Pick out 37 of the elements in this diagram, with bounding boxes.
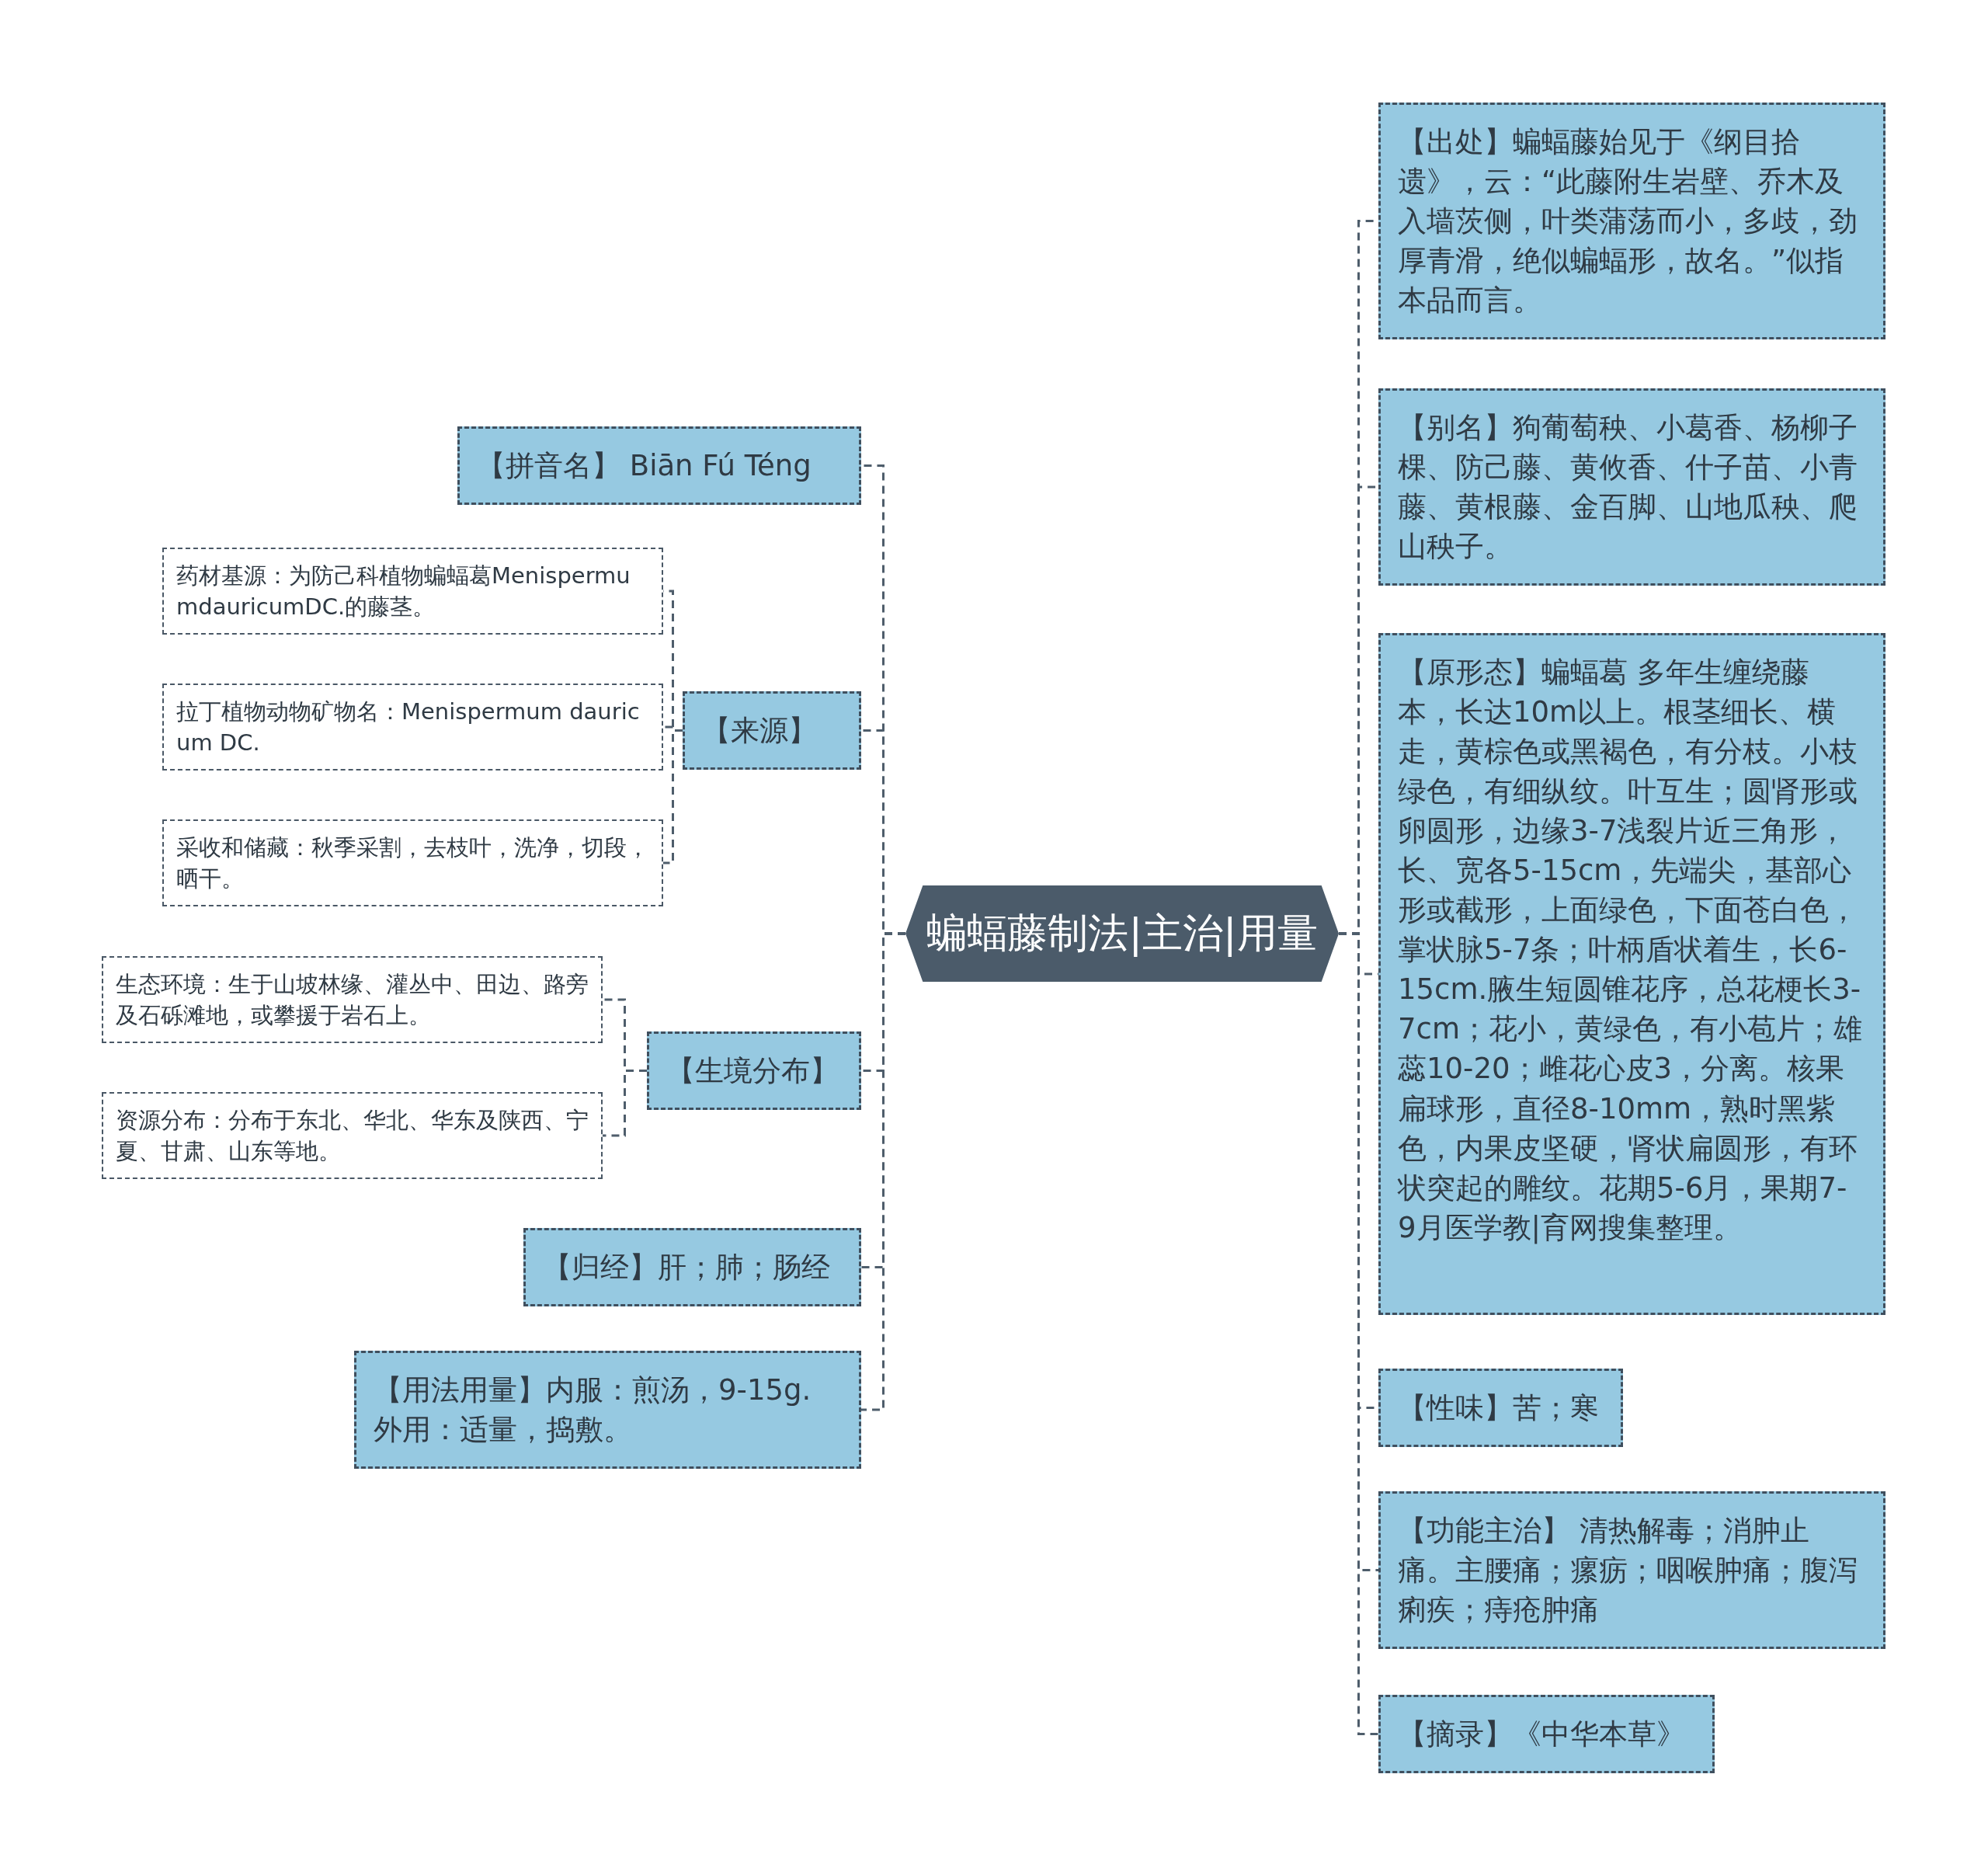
topic-text: 【用法用量】内服：煎汤，9-15g. 外用：适量，捣敷。 — [374, 1373, 812, 1447]
topic-text: 【功能主治】 清热解毒；消肿止痛。主腰痛；瘰疬；咽喉肿痛；腹泻痢疾；痔疮肿痛 — [1398, 1514, 1858, 1627]
branch-box — [1378, 1491, 1885, 1650]
topic-text: 采收和储藏：秋季采割，去枝叶，洗净，切段，晒干。 — [176, 834, 649, 892]
detail-box — [162, 684, 663, 771]
branch-box — [354, 1351, 861, 1470]
branch-box — [683, 691, 861, 771]
topic-text: 【归经】肝；肺；肠经 — [543, 1251, 830, 1284]
connector-line — [603, 1070, 647, 1137]
detail-box — [102, 1092, 603, 1180]
branch-box — [647, 1031, 861, 1111]
connector-line — [861, 932, 905, 1411]
topic-text: 【性味】苦；寒 — [1398, 1391, 1599, 1424]
topic-text: 资源分布：分布于东北、华北、华东及陕西、宁夏、甘肃、山东等地。 — [116, 1107, 589, 1164]
topic-text: 【原形态】蝙蝠葛 多年生缠绕藤本，长达10m以上。根茎细长、横走，黄棕色或黑褐色，有分枝。小枝绿色，有细纵纹。叶互生；圆肾形或卵圆形，边缘3-7浅裂片近三角形，长、宽各5-15cm，先端尖，基部心形或截形，上面绿色，下面苍白色，掌状脉5-7条；叶柄盾状着生，长6-15cm.腋生短圆锥花序，总花梗长3-7cm；花小，黄绿色，有小苞片；雄蕊10-20；雌花心皮3，分离。核果扁球形，直径8-10mm，熟时黑紫色，内果皮坚硬，肾状扁圆形，有环状突起的雕纹。花期5-6月，果期7-9月医学教|育网搜集整理。 — [1398, 656, 1862, 1244]
topic-text: 药材基源：为防己科植物蝙蝠葛MenispermumdauricumDC.的藤茎。 — [176, 562, 631, 620]
topic-text: 【来源】 — [702, 714, 817, 747]
topic-text: 【拼音名】 Biān Fú Téng — [477, 449, 812, 482]
detail-box — [162, 548, 663, 635]
detail-box — [162, 819, 663, 907]
detail-box — [102, 956, 603, 1044]
branch-box — [1378, 1369, 1623, 1448]
topic-text: 生态环境：生于山坡林缘、灌丛中、田边、路旁及石砾滩地，或攀援于岩石上。 — [116, 971, 589, 1028]
topic-text: 【出处】蝙蝠藤始见于《纲目拾遗》，云：“此藤附生岩壁、乔木及入墙茨侧，叶类蒲荡而小，多歧，劲厚青滑，绝似蝙蝠形，故名。”似指本品而言。 — [1398, 125, 1858, 318]
branch-box — [1378, 633, 1885, 1315]
branch-box — [1378, 1695, 1715, 1774]
topic-title: 蝙蝠藤制法|主治|用量 — [926, 909, 1318, 958]
branch-box — [1378, 103, 1885, 340]
topic-text: 【别名】狗葡萄秧、小葛香、杨柳子棵、防己藤、黄攸香、什子苗、小青藤、黄根藤、金百脚、山地瓜秧、爬山秧子。 — [1398, 411, 1858, 564]
topic-text: 【生境分布】 — [666, 1054, 839, 1087]
central-topic — [905, 885, 1339, 982]
connector-line — [663, 729, 683, 864]
branch-box — [523, 1228, 861, 1307]
topic-text: 【摘录】《中华本草》 — [1398, 1717, 1685, 1751]
topic-text: 拉丁植物动物矿物名：Menispermum dauricum DC. — [176, 698, 640, 756]
branch-box — [1378, 388, 1885, 586]
branch-box — [457, 426, 861, 506]
